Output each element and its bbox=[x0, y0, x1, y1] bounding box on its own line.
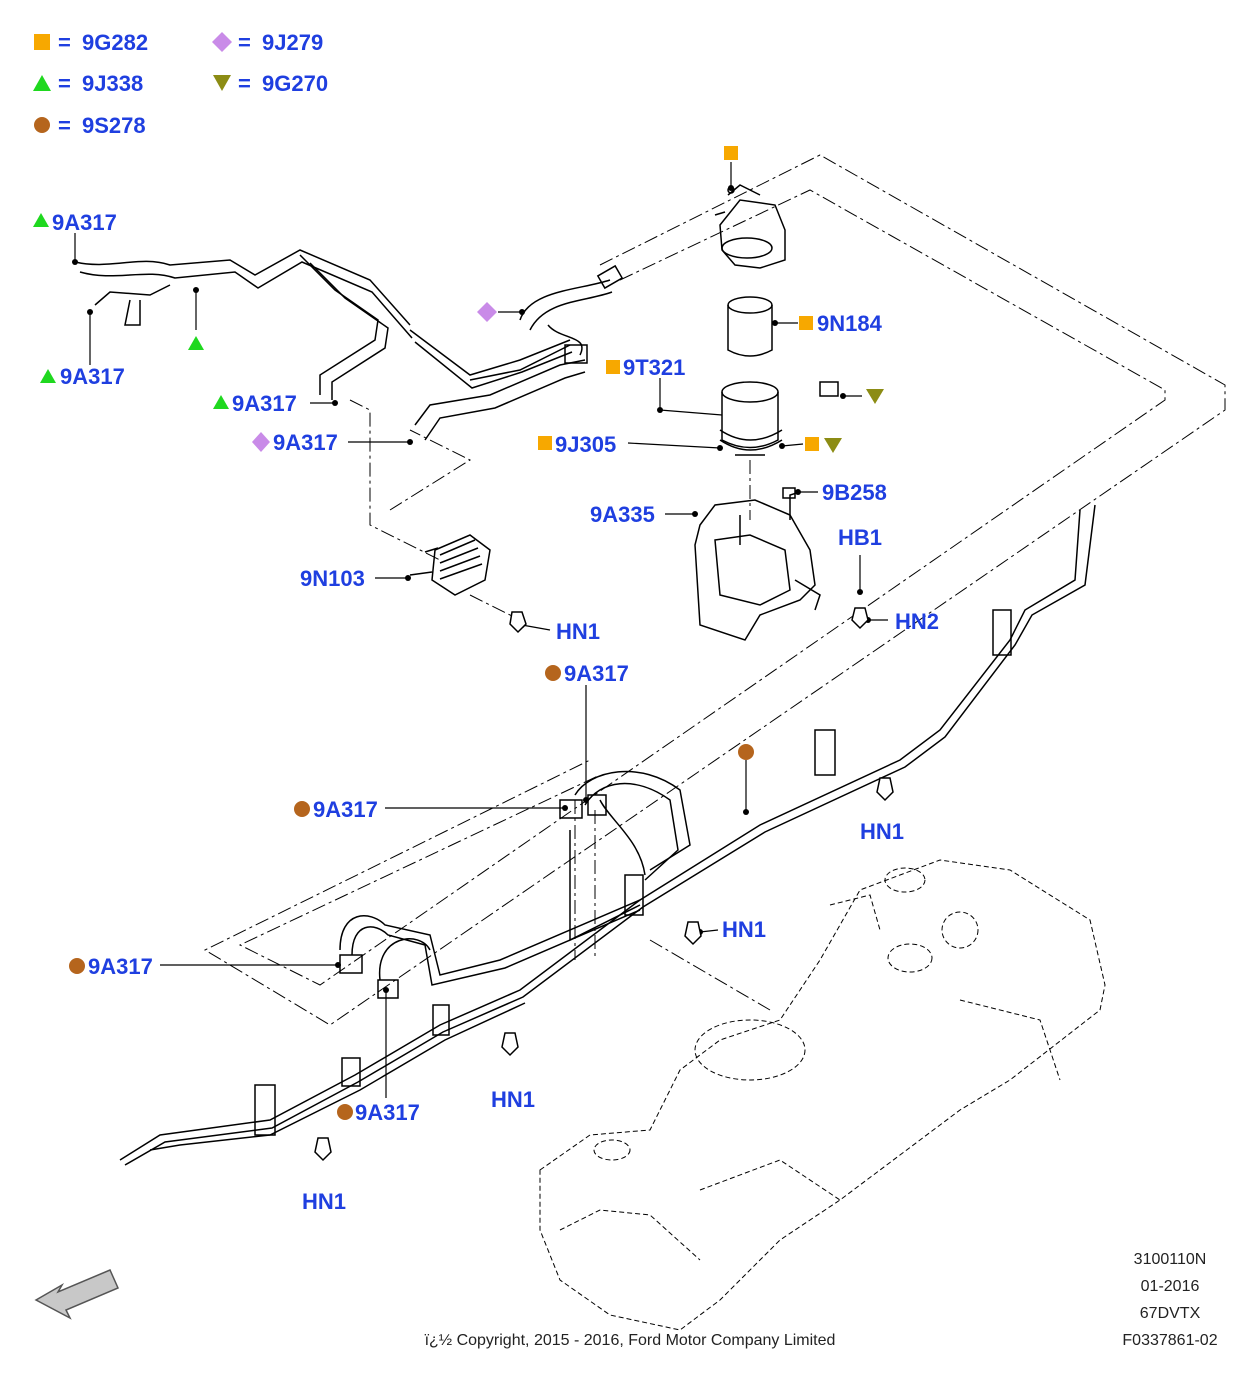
triangle-up-symbol-icon bbox=[213, 395, 229, 409]
legend-separator: = bbox=[238, 30, 251, 55]
triangle-up-symbol-icon bbox=[33, 213, 49, 227]
square-symbol-icon bbox=[805, 437, 819, 451]
callout-label: 9A317 bbox=[88, 954, 153, 979]
callout-9A317-top: 9A317 bbox=[33, 210, 117, 235]
callout-9A317-circle-mid: 9A317 bbox=[294, 797, 378, 822]
circle-symbol-icon bbox=[337, 1104, 353, 1120]
phantom-outline bbox=[203, 154, 1226, 1026]
diamond-symbol-icon bbox=[252, 432, 270, 452]
fuel-cooler bbox=[409, 534, 491, 596]
callout-label: 9J305 bbox=[555, 432, 616, 457]
legend-separator: = bbox=[58, 30, 71, 55]
leader-lines bbox=[72, 162, 888, 1098]
callout-label: HN1 bbox=[860, 819, 904, 844]
circle-symbol-icon bbox=[738, 744, 754, 760]
square-symbol-icon bbox=[799, 316, 813, 330]
circle-symbol-icon bbox=[69, 958, 85, 974]
callout-9A317-left: 9A317 bbox=[40, 364, 125, 389]
legend-code: 9G270 bbox=[262, 71, 328, 96]
legend-code: 9J338 bbox=[82, 71, 143, 96]
callout-label: HN1 bbox=[556, 619, 600, 644]
callout-label: 9N184 bbox=[817, 311, 883, 336]
callout-9T321: 9T321 bbox=[606, 355, 685, 380]
callout-9A317-diamond: 9A317 bbox=[252, 430, 338, 455]
callout-9A317-circle-bottom: 9A317 bbox=[337, 1100, 420, 1125]
callout-9N184: 9N184 bbox=[799, 311, 883, 336]
callouts: 9A317 9A317 9A317 9A317 9N103 HN1 9N184 … bbox=[33, 146, 939, 1214]
callout-HN1-lower: HN1 bbox=[491, 1087, 535, 1112]
legend-item-9J338: = 9J338 bbox=[33, 71, 143, 96]
triangle-up-symbol-icon bbox=[33, 75, 51, 91]
legend-item-9J279: = 9J279 bbox=[212, 30, 323, 55]
filter-bracket bbox=[694, 487, 821, 641]
circle-symbol-icon bbox=[294, 801, 310, 817]
callout-label: 9A317 bbox=[52, 210, 117, 235]
legend-separator: = bbox=[58, 71, 71, 96]
callout-label: 9T321 bbox=[623, 355, 685, 380]
illustration-date: 01-2016 bbox=[1140, 1278, 1200, 1295]
callout-label: 9A317 bbox=[232, 391, 297, 416]
callout-label: 9A317 bbox=[60, 364, 125, 389]
circle-symbol-icon bbox=[34, 117, 50, 133]
triangle-up-symbol-icon bbox=[188, 336, 204, 350]
legend-code: 9J279 bbox=[262, 30, 323, 55]
legend-item-9S278: = 9S278 bbox=[34, 113, 146, 138]
nuts bbox=[314, 381, 894, 1162]
legend-code: 9G282 bbox=[82, 30, 148, 55]
illustration-id: 3100110N bbox=[1133, 1251, 1207, 1268]
callout-HB1: HB1 bbox=[838, 525, 882, 550]
callout-label: 9A317 bbox=[564, 661, 629, 686]
callout-9B258: 9B258 bbox=[822, 480, 887, 505]
front-direction-arrow-icon bbox=[34, 1269, 119, 1320]
triangle-down-symbol-icon bbox=[866, 389, 884, 404]
fuel-tank bbox=[539, 859, 1106, 1331]
callout-label: 9A317 bbox=[313, 797, 378, 822]
callout-label: HN1 bbox=[491, 1087, 535, 1112]
callout-9N103: 9N103 bbox=[300, 566, 365, 591]
callout-9A335: 9A335 bbox=[590, 502, 655, 527]
callout-HN1-bottom: HN1 bbox=[302, 1189, 346, 1214]
callout-label: 9B258 bbox=[822, 480, 887, 505]
legend-code: 9S278 bbox=[82, 113, 146, 138]
triangle-down-symbol-icon bbox=[213, 75, 231, 91]
copyright-notice: ï¿½ Copyright, 2015 - 2016, Ford Motor C… bbox=[424, 1332, 836, 1349]
square-symbol-icon bbox=[34, 34, 50, 50]
model-code: 67DVTX bbox=[1139, 1305, 1201, 1322]
square-symbol-icon bbox=[724, 146, 738, 160]
callout-label: HN1 bbox=[302, 1189, 346, 1214]
legend-separator: = bbox=[238, 71, 251, 96]
legend-separator: = bbox=[58, 113, 71, 138]
callout-HN1-cooler: HN1 bbox=[556, 619, 600, 644]
callout-label: HN2 bbox=[895, 609, 939, 634]
triangle-down-symbol-icon bbox=[824, 438, 842, 453]
circle-symbol-icon bbox=[545, 665, 561, 681]
legend-item-9G282: = 9G282 bbox=[34, 30, 148, 55]
callout-9A317-circle-top: 9A317 bbox=[545, 661, 629, 686]
callout-label: HN1 bbox=[722, 917, 766, 942]
callout-HN1-center: HN1 bbox=[722, 917, 766, 942]
callout-label: 9A317 bbox=[355, 1100, 420, 1125]
lower-fuel-lines bbox=[119, 504, 1096, 1166]
callout-9J305: 9J305 bbox=[538, 432, 616, 457]
diamond-symbol-icon bbox=[212, 32, 232, 52]
callout-HN1-right: HN1 bbox=[860, 819, 904, 844]
callout-label: 9A317 bbox=[273, 430, 338, 455]
legend: = 9G282 = 9J279 = 9J338 = 9G270 = 9S278 bbox=[33, 30, 328, 138]
callout-label: HB1 bbox=[838, 525, 882, 550]
square-symbol-icon bbox=[606, 360, 620, 374]
diamond-symbol-icon bbox=[477, 302, 497, 322]
fuel-filter-assembly bbox=[714, 184, 786, 456]
triangle-up-symbol-icon bbox=[40, 369, 56, 383]
callout-label: 9A335 bbox=[590, 502, 655, 527]
callout-9A317-circle-left: 9A317 bbox=[69, 954, 153, 979]
legend-item-9G270: = 9G270 bbox=[213, 71, 328, 96]
square-symbol-icon bbox=[538, 436, 552, 450]
upper-fuel-lines bbox=[74, 249, 624, 441]
callout-HN2: HN2 bbox=[895, 609, 939, 634]
figure-number: F0337861-02 bbox=[1122, 1332, 1218, 1349]
callout-9A317-mid: 9A317 bbox=[213, 391, 297, 416]
callout-label: 9N103 bbox=[300, 566, 365, 591]
